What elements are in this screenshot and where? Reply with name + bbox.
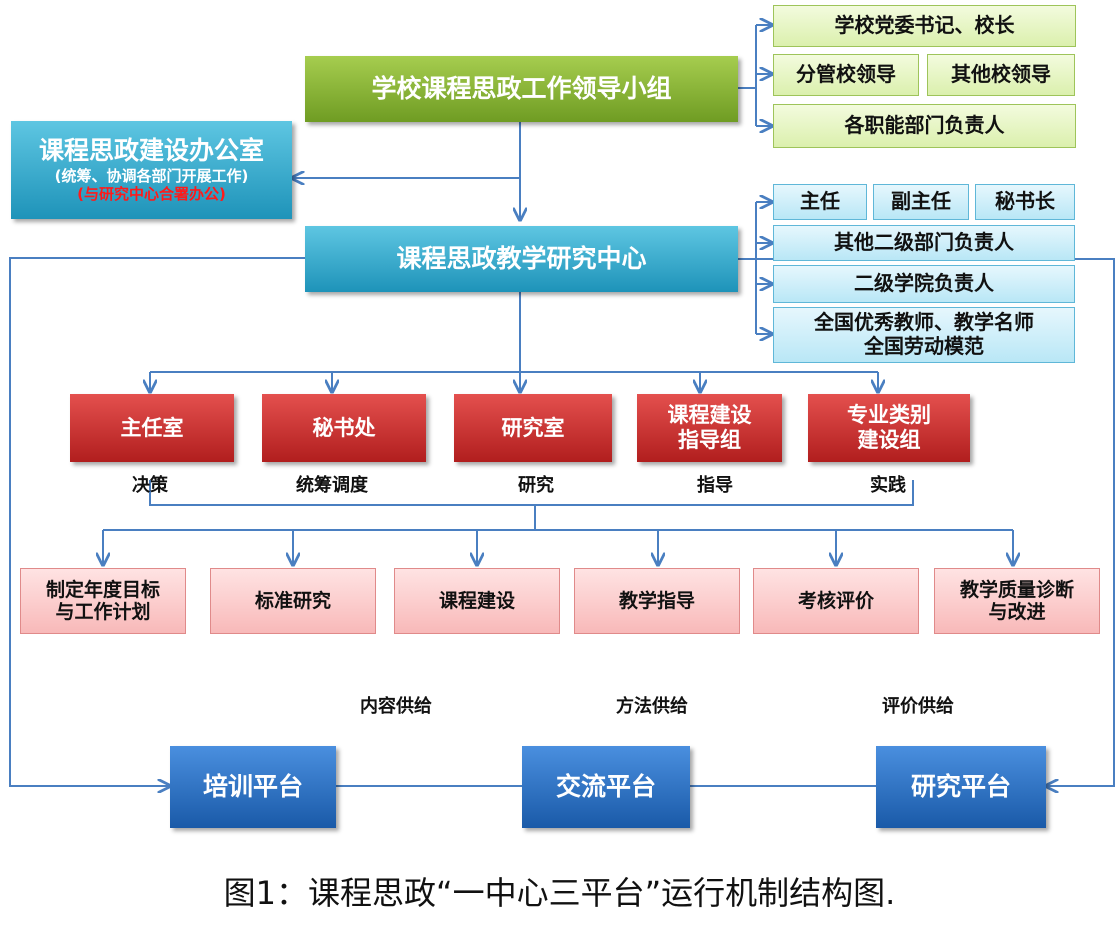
course-guidance-line1: 课程建设 [667, 403, 752, 428]
school-secretary-principal-box: 学校党委书记、校长 [773, 5, 1076, 47]
assessment-box: 考核评价 [753, 568, 919, 634]
research-platform-box: 研究平台 [876, 746, 1046, 828]
model-teachers-line2: 全国劳动模范 [864, 334, 984, 358]
teaching-research-center-box: 课程思政教学研究中心 [305, 226, 738, 292]
other-school-leaders-box: 其他校领导 [927, 54, 1075, 96]
director-box: 主任 [773, 184, 867, 220]
role-research-label: 研究 [518, 475, 554, 496]
content-supply-label: 内容供给 [360, 696, 432, 717]
leader-group-box: 学校课程思政工作领导小组 [305, 56, 738, 122]
course-guidance-group-box: 课程建设 指导组 [637, 394, 782, 462]
research-office-box: 研究室 [454, 394, 612, 462]
college-heads-box: 二级学院负责人 [773, 265, 1075, 303]
annual-goals-line1: 制定年度目标 [45, 578, 160, 601]
role-decision-label: 决策 [132, 475, 168, 496]
annual-goals-line2: 与工作计划 [55, 601, 151, 623]
role-coordination-label: 统筹调度 [296, 475, 368, 496]
secretariat-box: 秘书处 [262, 394, 426, 462]
department-heads-box: 各职能部门负责人 [773, 104, 1076, 148]
office-note-red: (与研究中心合署办公) [77, 185, 226, 204]
quality-diagnosis-box: 教学质量诊断 与改进 [934, 568, 1100, 634]
director-office-box: 主任室 [70, 394, 234, 462]
major-construction-group-box: 专业类别 建设组 [808, 394, 970, 462]
evaluation-supply-label: 评价供给 [882, 696, 954, 717]
model-teachers-box: 全国优秀教师、教学名师 全国劳动模范 [773, 307, 1075, 363]
major-construction-line2: 建设组 [857, 428, 921, 452]
role-practice-label: 实践 [870, 475, 906, 496]
major-construction-line1: 专业类别 [847, 403, 931, 428]
method-supply-label: 方法供给 [616, 696, 688, 717]
vice-school-leader-box: 分管校领导 [773, 54, 919, 96]
second-level-dept-heads-box: 其他二级部门负责人 [773, 225, 1075, 261]
quality-diagnosis-line2: 与改进 [988, 601, 1046, 623]
office-note: (统筹、协调各部门开展工作) [54, 166, 249, 185]
teaching-guidance-box: 教学指导 [574, 568, 740, 634]
standards-research-box: 标准研究 [210, 568, 376, 634]
vice-director-box: 副主任 [873, 184, 969, 220]
office-title: 课程思政建设办公室 [38, 136, 264, 166]
exchange-platform-box: 交流平台 [522, 746, 690, 828]
model-teachers-line1: 全国优秀教师、教学名师 [814, 310, 1034, 335]
training-platform-box: 培训平台 [170, 746, 336, 828]
figure-caption: 图1：课程思政“一中心三平台”运行机制结构图. [223, 874, 896, 912]
secretary-general-box: 秘书长 [975, 184, 1075, 220]
course-guidance-line2: 指导组 [678, 428, 741, 452]
annual-goals-box: 制定年度目标 与工作计划 [20, 568, 186, 634]
quality-diagnosis-line1: 教学质量诊断 [959, 578, 1074, 601]
course-construction-box: 课程建设 [394, 568, 560, 634]
role-guidance-label: 指导 [697, 475, 733, 496]
ideology-office-box: 课程思政建设办公室 (统筹、协调各部门开展工作) (与研究中心合署办公) [11, 121, 292, 219]
